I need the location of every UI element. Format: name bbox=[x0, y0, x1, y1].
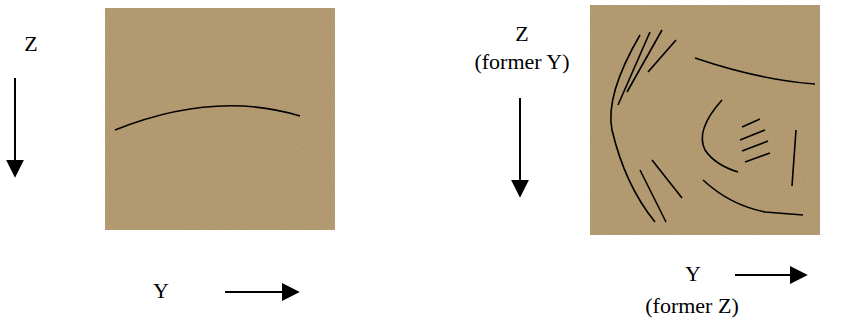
axis-label: Z bbox=[515, 22, 528, 46]
sand-sample bbox=[105, 8, 335, 230]
axis-label: (former Z) bbox=[645, 294, 738, 318]
axis-arrow bbox=[519, 98, 521, 196]
axis-label: Z bbox=[24, 32, 37, 56]
axis-label: Y bbox=[685, 262, 701, 286]
axis-label: Y bbox=[153, 279, 169, 303]
lamina-lines bbox=[611, 30, 815, 222]
axis-label: (former Y) bbox=[474, 50, 569, 74]
axis-arrow bbox=[735, 274, 806, 276]
lamina-line bbox=[115, 106, 300, 130]
sand-sample bbox=[590, 5, 820, 235]
axis-arrow bbox=[225, 291, 298, 293]
axis-arrow bbox=[14, 78, 16, 176]
